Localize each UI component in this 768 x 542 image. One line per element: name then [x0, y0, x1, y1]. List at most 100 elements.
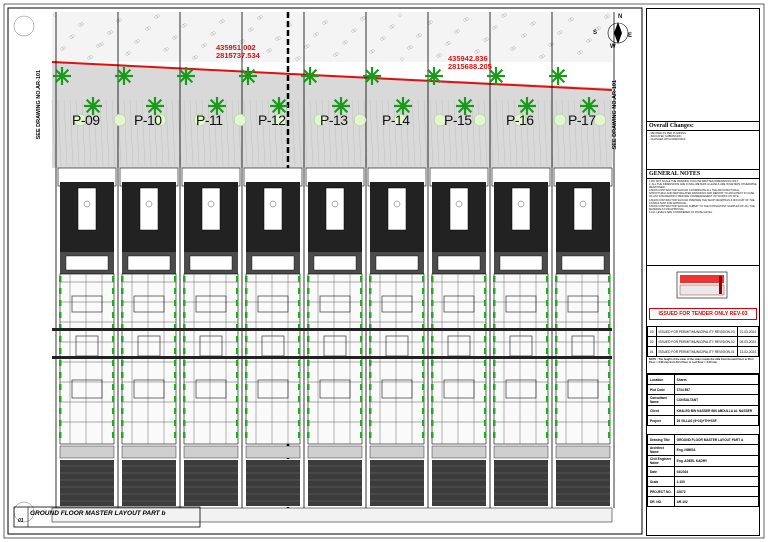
paving-dot: [438, 53, 442, 57]
changes-notes: - REVISED AS PER PLANNING - INDICATED SU…: [647, 131, 759, 169]
villa-court: [263, 187, 283, 231]
villa-court: [139, 187, 159, 231]
villa-court: [511, 187, 531, 231]
paving-dot: [371, 49, 375, 53]
road-hatch: [213, 99, 218, 167]
hedge: [174, 360, 177, 366]
paving-dot: [463, 18, 467, 22]
hedge: [422, 396, 425, 402]
hedge: [174, 396, 177, 402]
paving-dot: [353, 28, 357, 32]
paving-dot: [380, 37, 384, 41]
paving-dot: [268, 48, 272, 52]
paving-dot: [532, 21, 536, 25]
room: [257, 295, 289, 313]
hedge: [360, 396, 363, 402]
hedge: [307, 300, 310, 306]
hedge: [112, 300, 115, 306]
hedge: [121, 288, 124, 294]
hedge: [121, 396, 124, 402]
hedge: [546, 372, 549, 378]
hedge: [422, 408, 425, 414]
paving-dot: [456, 29, 460, 33]
hedge: [183, 432, 186, 438]
paving-dot: [541, 54, 545, 58]
hedge: [59, 300, 62, 306]
shrub: [233, 113, 247, 127]
paving-dot: [429, 20, 433, 24]
key-plan: [647, 265, 759, 308]
plot-label: P-15: [444, 112, 472, 128]
hedge: [422, 372, 425, 378]
shrub: [353, 113, 367, 127]
hedge: [555, 396, 558, 402]
hedge: [236, 408, 239, 414]
hedge: [298, 336, 301, 342]
palm-tree-icon: [518, 97, 536, 115]
hedge: [112, 384, 115, 390]
hedge: [298, 276, 301, 282]
road-hatch: [297, 99, 302, 167]
shrub: [193, 113, 207, 127]
road-hatch: [573, 99, 578, 167]
corner-ornament: [13, 15, 35, 37]
hedge: [555, 324, 558, 330]
road-hatch: [99, 99, 104, 167]
general-note: 3.MAIN CONTRACTOR SHOULD COORDINATE ALL …: [649, 189, 755, 199]
paving-dot: [136, 39, 140, 43]
hedge: [298, 300, 301, 306]
back-yard: [369, 445, 425, 459]
villa-garage: [313, 255, 357, 271]
coordinate-b-easting: 435942.836: [448, 54, 488, 63]
paving-dot: [604, 15, 608, 19]
hedge: [484, 432, 487, 438]
hedge: [555, 420, 558, 426]
hedge: [59, 288, 62, 294]
hedge: [555, 288, 558, 294]
back-yard: [555, 445, 611, 459]
paving-dot: [295, 57, 299, 61]
road-hatch: [75, 99, 80, 167]
hedge: [183, 324, 186, 330]
hedge: [608, 288, 611, 294]
paving-dot: [228, 53, 232, 57]
general-note: 6.ALL LEVELS ARE CONSIDERED AS FINISH LE…: [649, 210, 713, 214]
stair-note: NOTE : The height of the clear of the st…: [647, 357, 759, 374]
road-hatch: [483, 99, 488, 167]
hedge: [236, 396, 239, 402]
hedge: [245, 432, 248, 438]
paving-dot: [259, 15, 263, 19]
hedge: [183, 348, 186, 354]
hedge: [360, 336, 363, 342]
hedge: [245, 276, 248, 282]
overall-changes-heading: Overall Changes:: [647, 121, 759, 131]
paving-dot: [107, 31, 111, 35]
hedge: [112, 348, 115, 354]
paving-dot: [69, 35, 73, 39]
hedge: [112, 408, 115, 414]
road-hatch: [435, 99, 440, 167]
shrub: [153, 113, 167, 127]
hedge: [59, 348, 62, 354]
paving-dot: [201, 44, 205, 48]
hedge: [360, 288, 363, 294]
back-paving: [370, 460, 424, 506]
hedge: [112, 312, 115, 318]
hedge: [608, 360, 611, 366]
paving-dot: [503, 13, 507, 17]
info-label: Architect Name: [647, 444, 675, 456]
info-value: 04/2024: [673, 466, 760, 477]
hedge: [307, 312, 310, 318]
hedge: [183, 300, 186, 306]
hedge: [236, 276, 239, 282]
road-hatch: [81, 99, 86, 167]
villa-garage: [561, 255, 605, 271]
hedge: [360, 372, 363, 378]
hedge: [360, 360, 363, 366]
plot-label: P-11: [196, 112, 223, 128]
hedge: [546, 324, 549, 330]
